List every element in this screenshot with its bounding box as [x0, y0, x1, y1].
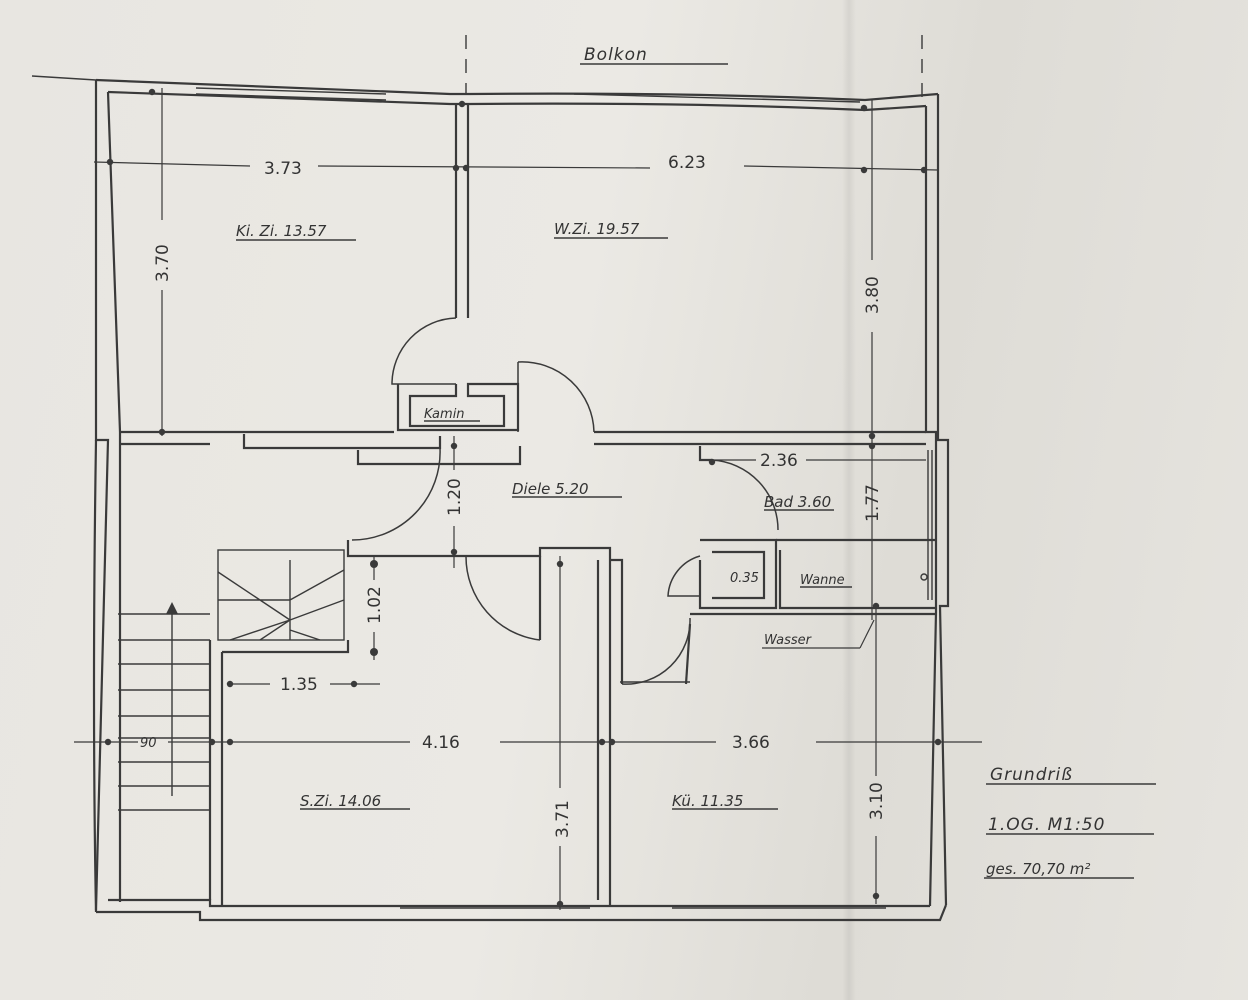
- room-label-living: W.Zi. 19.57: [554, 220, 640, 238]
- room-label-kids: Ki. Zi. 13.57: [236, 222, 327, 240]
- dim-living-height: 3.80: [863, 276, 883, 314]
- room-label-bedroom: S.Zi. 14.06: [300, 792, 381, 810]
- dim-stair-width: 1.35: [280, 675, 318, 695]
- fireplace-label: Kamin: [424, 407, 465, 422]
- staircase: [118, 549, 345, 811]
- dim-kitchen-width: 3.66: [732, 733, 770, 753]
- room-label-hallway: Diele 5.20: [512, 480, 589, 498]
- room-label-kitchen: Kü. 11.35: [672, 792, 743, 810]
- balcony-label: Bolkon: [584, 45, 648, 65]
- title-block-total-area: ges. 70,70 m²: [986, 860, 1090, 878]
- balcony-lines: [31, 35, 923, 100]
- dim-hall-height: 1.20: [445, 478, 465, 516]
- title-block-floor-scale: 1.OG. M1:50: [988, 815, 1105, 835]
- water-label: Wasser: [764, 633, 813, 648]
- dimension-lines: [74, 88, 982, 910]
- dim-kids-width: 3.73: [264, 159, 302, 179]
- shower-label: 0.35: [730, 571, 759, 586]
- dim-bedroom-width: 4.16: [422, 733, 460, 753]
- tub-label: Wanne: [800, 573, 845, 588]
- dim-kitchen-height: 3.10: [867, 782, 887, 820]
- dim-living-width: 6.23: [668, 153, 706, 173]
- room-label-bathroom: Bad 3.60: [764, 493, 831, 511]
- dim-kids-height: 3.70: [153, 244, 173, 282]
- dim-bath-width: 2.36: [760, 451, 798, 471]
- dim-bedroom-height: 3.71: [553, 800, 573, 838]
- doors: [351, 317, 779, 685]
- dim-bath-height: 1.77: [863, 484, 883, 522]
- dimension-dots: [104, 88, 942, 908]
- windows: [195, 87, 886, 909]
- dim-stair-run: 90: [140, 736, 157, 751]
- interior-walls: [120, 104, 936, 906]
- dim-stair-height: 1.02: [365, 586, 385, 624]
- paper-fold: [842, 0, 856, 1000]
- title-block-title: Grundriß: [990, 765, 1073, 785]
